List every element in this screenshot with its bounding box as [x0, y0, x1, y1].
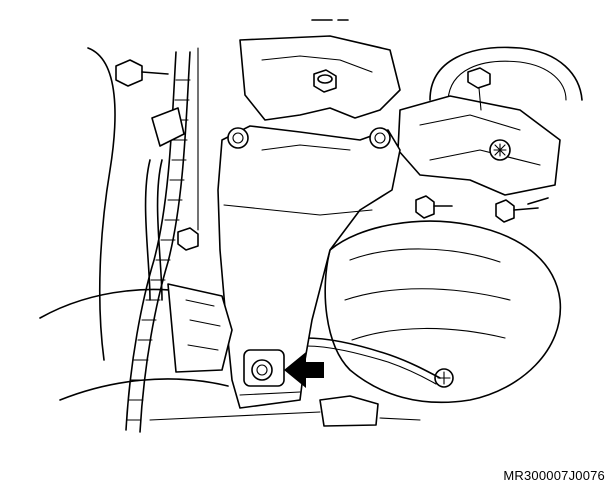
exhaust-flange-detail [185, 299, 221, 351]
right-bracket [397, 95, 561, 196]
heat-shield-rib-1 [349, 248, 501, 263]
sensor-cable-2 [305, 345, 437, 385]
main-bracket-lower-lip [239, 391, 301, 396]
harness-clip [151, 107, 185, 147]
exhaust-flange [167, 283, 233, 373]
shield-lower-bolt-icon [434, 368, 454, 388]
left-bracket-bolt-icon [177, 227, 199, 251]
harness-tube-inner [139, 51, 191, 433]
heat-shield-rib-3 [351, 327, 506, 341]
right-bracket-bolt-icon [489, 139, 511, 161]
heat-shield-rib-2 [344, 288, 511, 301]
bracket-bolt-left-icon [227, 127, 249, 149]
main-bracket-edge [223, 204, 373, 216]
pointer-arrow-icon [284, 352, 324, 388]
stud-right-icon [495, 199, 539, 223]
right-upper-loop-inner [447, 60, 567, 101]
lower-frame [149, 411, 421, 421]
figure-code: MR300007J0076 [503, 468, 605, 483]
target-bolt-icon [243, 349, 285, 387]
sensor-cable [305, 337, 441, 379]
stud-far-right-icon [527, 197, 549, 205]
left-housing-outline [87, 47, 116, 361]
upper-housing-detail [261, 55, 373, 73]
stud-left-icon [415, 195, 453, 219]
left-top-bolt-icon [115, 59, 169, 87]
exhaust-pipe-bottom [59, 378, 229, 401]
harness-secondary-2 [156, 159, 163, 301]
bracket-bolt-right-icon [369, 127, 391, 149]
harness-secondary [144, 159, 151, 301]
harness-tube-outer [125, 51, 177, 431]
lower-clamp [319, 395, 379, 427]
bracket-ridge [261, 144, 351, 151]
right-bracket-detail [419, 114, 541, 166]
right-top-bolt-icon [467, 67, 491, 111]
top-bolt-icon [313, 69, 337, 93]
heat-shield [324, 220, 562, 404]
right-upper-loop [429, 46, 583, 101]
